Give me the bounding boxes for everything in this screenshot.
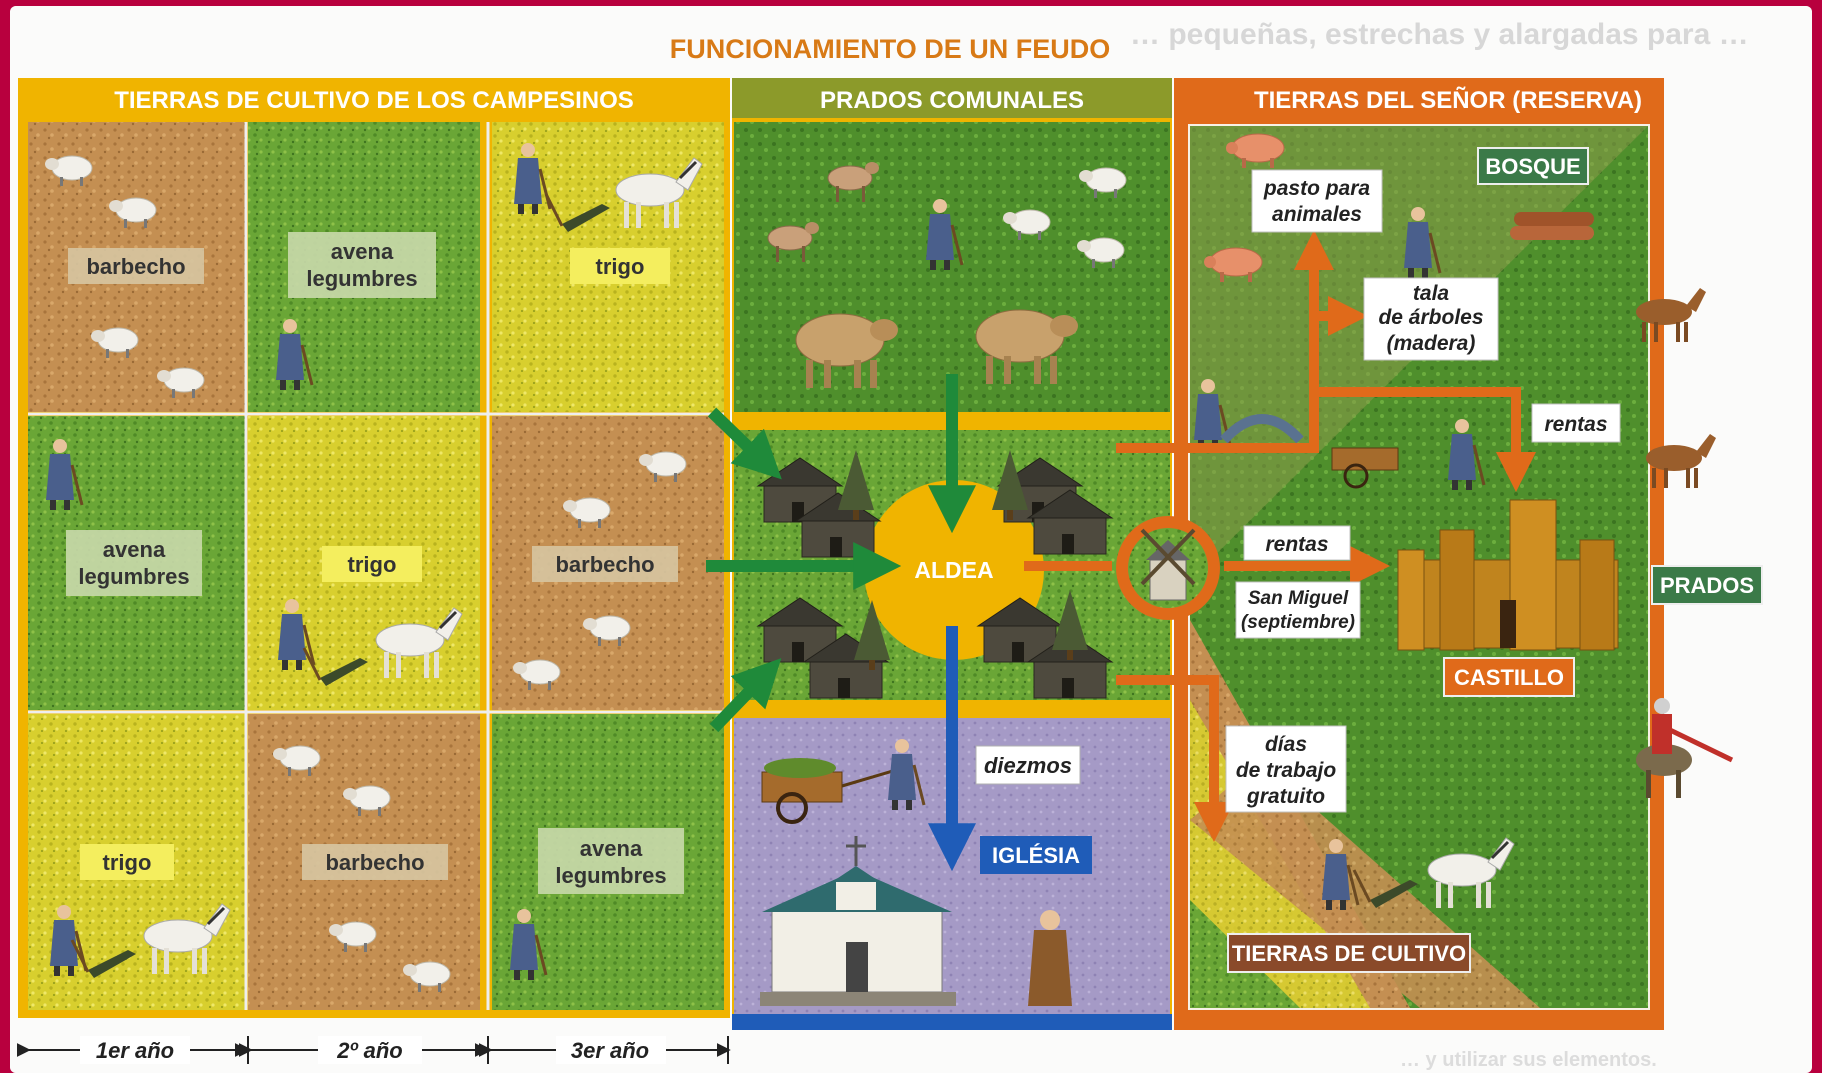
header-prados-bg (732, 78, 1172, 118)
rentas-top-tag (1531, 403, 1621, 443)
san-miguel-label: San Miguel (1248, 588, 1349, 609)
label-tag (288, 232, 436, 298)
field-label: barbecho (555, 552, 654, 577)
iglesia-label: IGLÉSIA (992, 843, 1080, 868)
cart-icon (761, 758, 897, 824)
tala-label: de árboles (1378, 306, 1483, 329)
prados-comunales-field (734, 122, 1170, 412)
year-axis: 1er año 2º año 3er año (16, 1036, 731, 1064)
castillo-label: CASTILLO (1454, 665, 1564, 690)
flow-arrows-green (706, 374, 976, 733)
field-labels: barbecho avena legumbres trigo avena leg… (66, 232, 684, 894)
bridge-icon (1220, 414, 1304, 444)
field-label: avena (580, 836, 643, 861)
cart-icon (1331, 447, 1399, 489)
bosque-tag (1477, 147, 1589, 185)
tierras-cultivo-tag (1227, 933, 1471, 973)
prados-senor-label: PRADOS (1660, 573, 1754, 598)
tala-tag (1363, 277, 1499, 361)
header-senor: TIERRAS DEL SEÑOR (RESERVA) (1254, 86, 1642, 114)
year-label-3: 3er año (571, 1038, 649, 1063)
mill-icon (1116, 516, 1220, 620)
dias-tag (1225, 725, 1347, 813)
dias-label: días (1265, 733, 1307, 756)
knight-icon (1636, 698, 1734, 798)
iglesia-tag (980, 836, 1092, 874)
iglesia-base-bar (732, 1014, 1172, 1030)
monk-icon (1028, 910, 1072, 1006)
year-label-1: 1er año (96, 1038, 174, 1063)
field-label: avena (331, 239, 394, 264)
year-label-2: 2º año (336, 1038, 403, 1063)
rentas-mid-tag (1243, 525, 1351, 561)
aldea-label: ALDEA (914, 557, 993, 583)
label-tag (302, 844, 448, 880)
prados-senor-tag (1651, 565, 1763, 605)
header-campesinos: TIERRAS DE CULTIVO DE LOS CAMPESINOS (114, 87, 634, 114)
castle-icon (1397, 499, 1619, 651)
background-text: … pequeñas, estrechas y alargadas para … (1130, 18, 1749, 51)
label-tag (80, 844, 174, 880)
diezmos-label: diezmos (984, 753, 1072, 778)
pasto-label: pasto para (1263, 177, 1371, 200)
field-label: barbecho (86, 254, 185, 279)
dias-label: gratuito (1246, 785, 1325, 808)
tierras-cultivo-label: TIERRAS DE CULTIVO (1232, 941, 1466, 966)
field-label: trigo (596, 254, 645, 279)
san-miguel-tag (1235, 581, 1361, 639)
field-label: trigo (103, 850, 152, 875)
field-label: trigo (348, 552, 397, 577)
tala-label: tala (1413, 282, 1450, 305)
pasto-tag (1251, 169, 1383, 233)
label-tag (66, 530, 202, 596)
label-tag (532, 546, 678, 582)
label-tag (68, 248, 204, 284)
dias-label: de trabajo (1236, 759, 1337, 782)
castillo-tag (1443, 657, 1575, 697)
flow-arrows-orange (1024, 230, 1536, 842)
field-label: legumbres (78, 564, 189, 589)
header-campesinos-bg (18, 78, 730, 118)
header-prados: PRADOS COMUNALES (820, 87, 1084, 114)
diezmos-tag (975, 745, 1081, 785)
field-label: legumbres (306, 266, 417, 291)
label-tag (538, 828, 684, 894)
field-label: legumbres (555, 863, 666, 888)
san-miguel-label: (septiembre) (1241, 612, 1355, 633)
background-text-bottom: … y utilizar sus elementos. (1400, 1049, 1657, 1071)
diagram-title: FUNCIONAMIENTO DE UN FEUDO (670, 34, 1111, 64)
header-senor-bg (1174, 78, 1664, 118)
pasto-label: animales (1272, 203, 1362, 226)
label-tag (570, 248, 670, 284)
rentas-mid-label: rentas (1265, 533, 1328, 556)
label-tag (322, 546, 422, 582)
bosque-label: BOSQUE (1485, 154, 1580, 179)
rentas-top-label: rentas (1544, 413, 1607, 436)
tala-label: (madera) (1387, 332, 1476, 355)
field-label: avena (103, 537, 166, 562)
field-label: barbecho (325, 850, 424, 875)
church-icon (760, 836, 956, 1006)
log-icon (1510, 212, 1594, 240)
